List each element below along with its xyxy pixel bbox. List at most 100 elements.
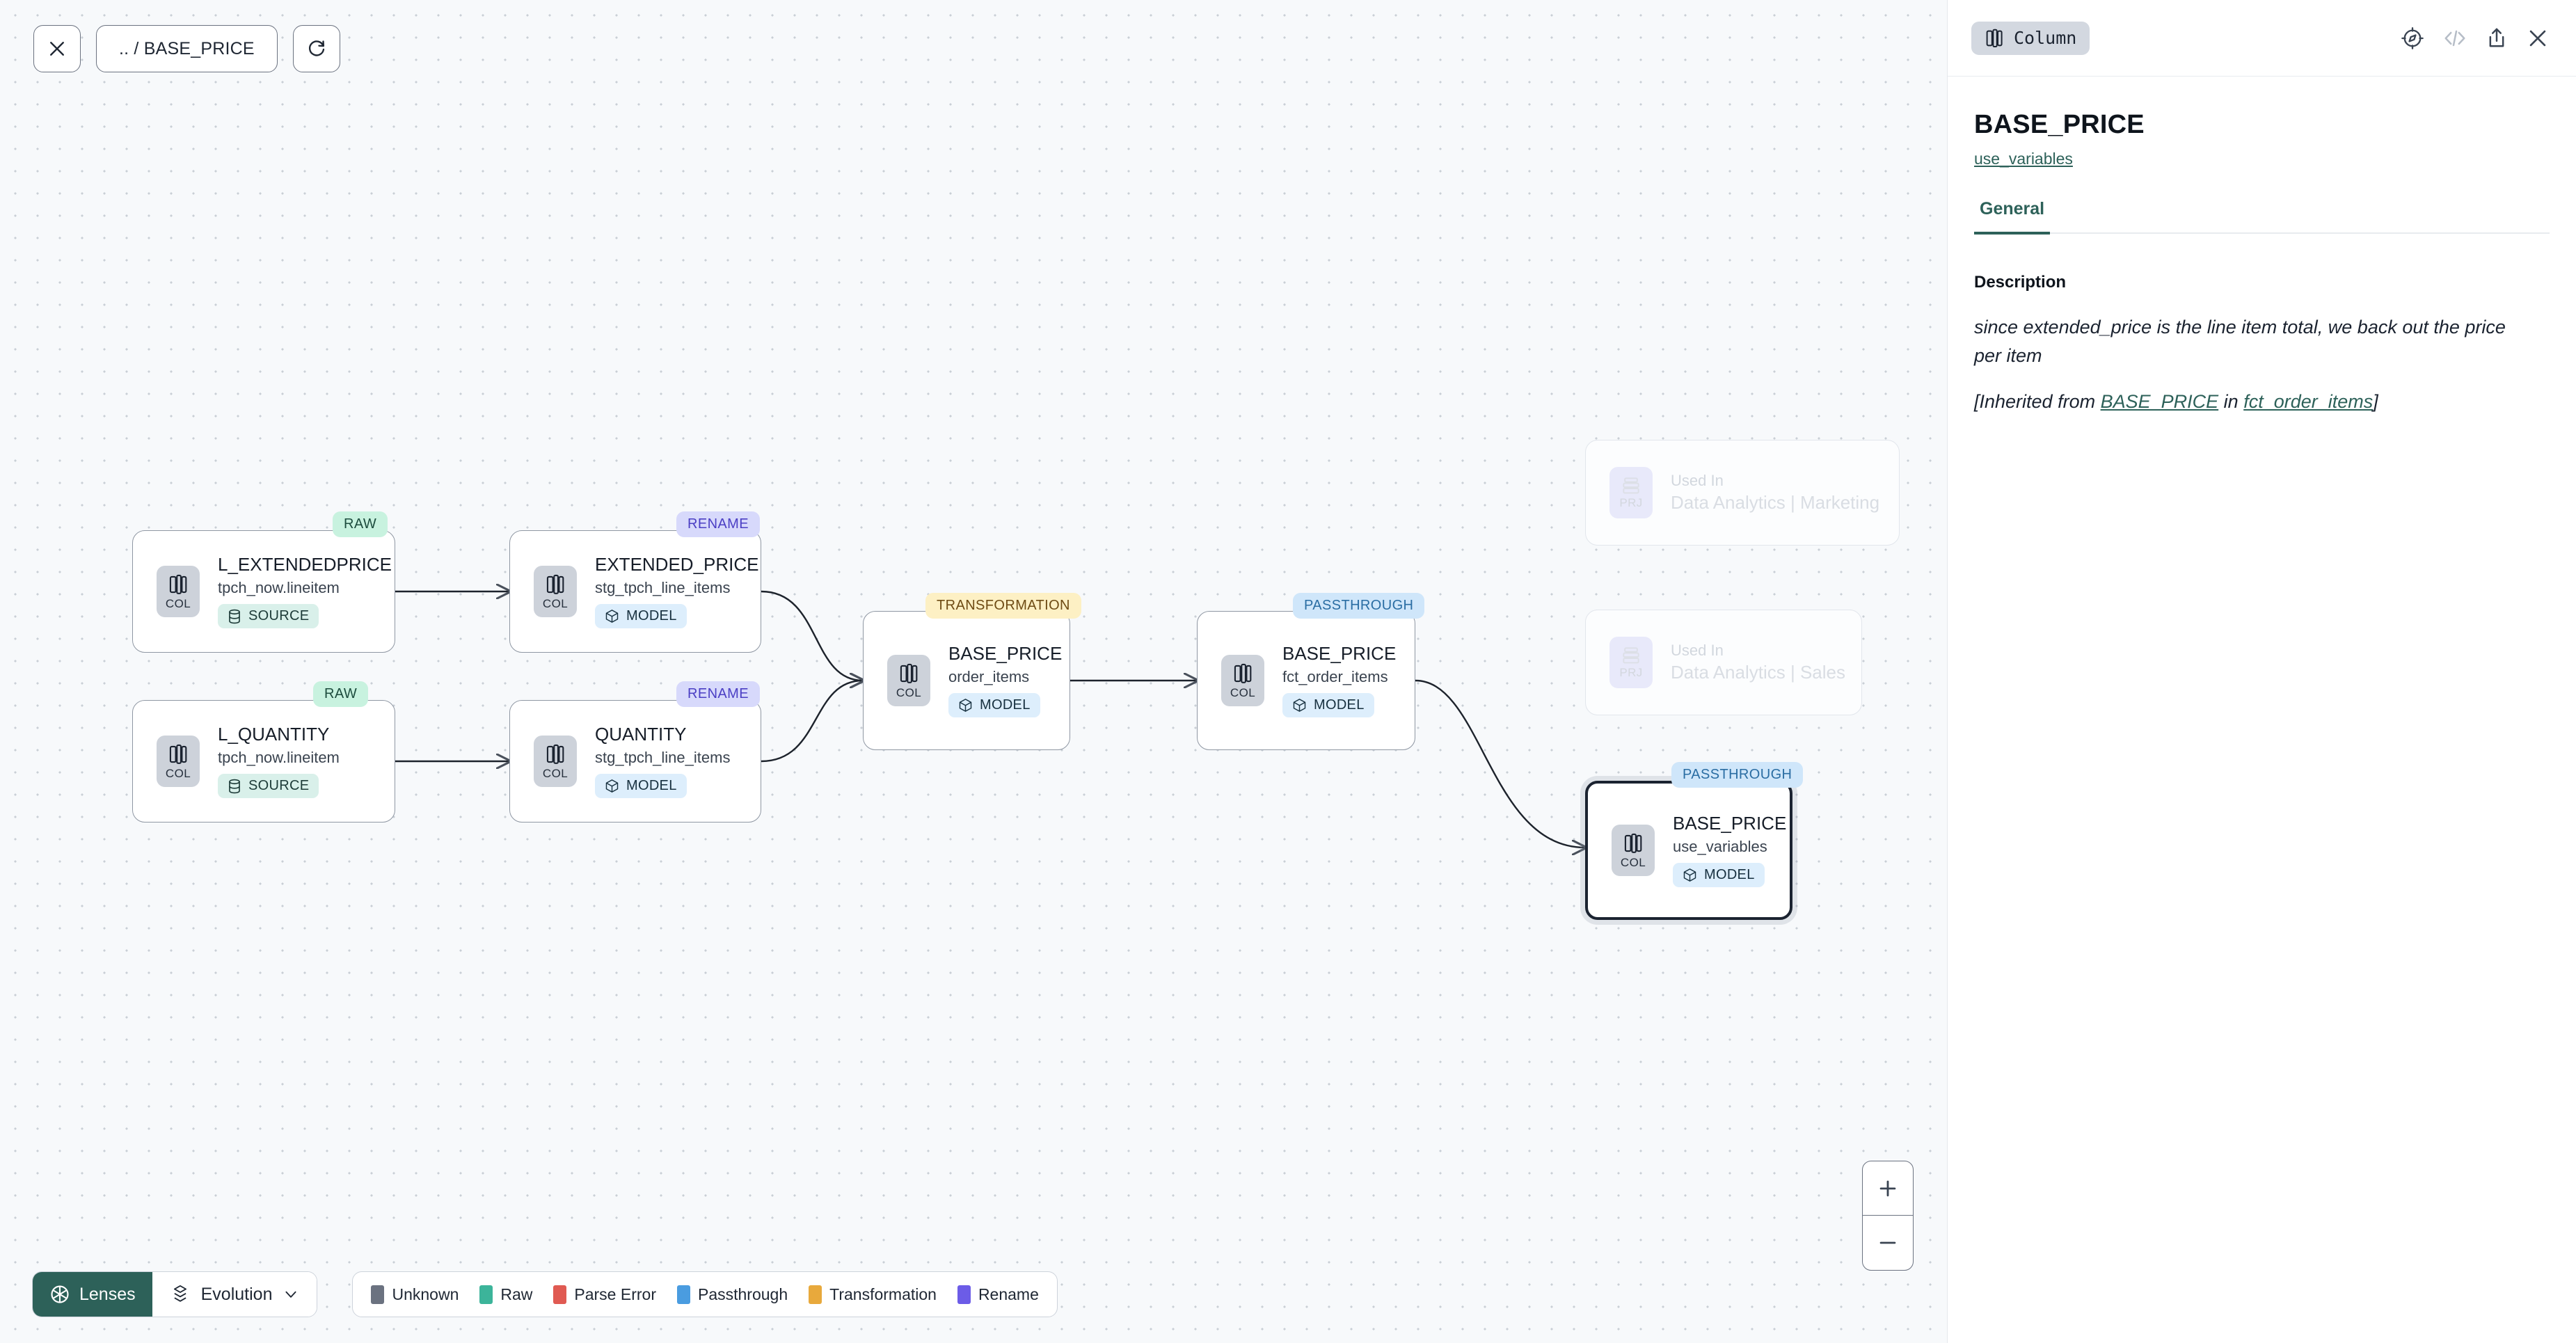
node-title: BASE_PRICE xyxy=(1282,642,1397,664)
column-type-label: Column xyxy=(2014,28,2077,48)
cube-icon xyxy=(605,779,619,793)
zoom-out-button[interactable] xyxy=(1863,1216,1913,1270)
close-panel-button[interactable] xyxy=(2526,26,2550,50)
lenses-group: Lenses Evolution xyxy=(32,1271,318,1317)
column-icon xyxy=(546,574,564,594)
lineage-canvas[interactable]: .. / BASE_PRICE COL L_EXTENDEDPRICE xyxy=(0,0,1947,1343)
node-body: Used In Data Analytics | Marketing xyxy=(1671,471,1879,514)
graph-node-l-quantity[interactable]: COL L_QUANTITY tpch_now.lineitem SOURCE xyxy=(132,700,395,823)
close-icon xyxy=(50,42,64,56)
chip-label: MODEL xyxy=(1704,867,1755,883)
graph-node-extended-price[interactable]: COL EXTENDED_PRICE stg_tpch_line_items M… xyxy=(509,530,761,653)
node-chip-model: MODEL xyxy=(1282,693,1374,718)
node-subtitle: stg_tpch_line_items xyxy=(595,748,731,766)
column-kind-badge: COL xyxy=(534,736,577,787)
column-kind-badge: COL xyxy=(887,655,930,706)
description-text: since extended_price is the line item to… xyxy=(1974,317,2506,366)
legend-item[interactable]: Parse Error xyxy=(553,1285,656,1304)
inherited-column-link[interactable]: BASE_PRICE xyxy=(2100,391,2219,412)
legend-item[interactable]: Raw xyxy=(479,1285,532,1304)
graph-node-base-price-fct-order-items[interactable]: COL BASE_PRICE fct_order_items MODEL xyxy=(1197,611,1415,750)
plus-icon xyxy=(1879,1180,1896,1196)
evolution-dropdown[interactable]: Evolution xyxy=(152,1272,317,1317)
parent-model-link[interactable]: use_variables xyxy=(1974,150,2073,168)
zoom-in-button[interactable] xyxy=(1863,1161,1913,1216)
graph-node-l-extendedprice[interactable]: COL L_EXTENDEDPRICE tpch_now.lineitem SO… xyxy=(132,530,395,653)
node-title: QUANTITY xyxy=(595,723,687,745)
node-body: L_QUANTITY tpch_now.lineitem SOURCE xyxy=(218,724,340,799)
node-used-in-label: Used In xyxy=(1671,471,1724,489)
aperture-icon xyxy=(51,1285,69,1303)
column-icon xyxy=(169,574,187,594)
legend-swatch xyxy=(479,1285,493,1304)
chip-label: MODEL xyxy=(1314,697,1365,713)
legend-item[interactable]: Transformation xyxy=(809,1285,937,1304)
code-button[interactable] xyxy=(2442,28,2467,49)
tab-general[interactable]: General xyxy=(1974,199,2051,235)
node-body: QUANTITY stg_tpch_line_items MODEL xyxy=(595,723,731,799)
legend-item[interactable]: Unknown xyxy=(371,1285,459,1304)
graph-node-base-price-use-variables[interactable]: COL BASE_PRICE use_variables MODEL xyxy=(1585,781,1792,920)
graph-node-quantity[interactable]: COL QUANTITY stg_tpch_line_items MODEL xyxy=(509,700,761,823)
node-subtitle: tpch_now.lineitem xyxy=(218,578,340,596)
cube-icon xyxy=(1683,868,1696,882)
node-body: BASE_PRICE order_items MODEL xyxy=(948,642,1063,718)
inherited-note: [Inherited from BASE_PRICE in fct_order_… xyxy=(1974,388,2531,416)
node-chip-model: MODEL xyxy=(948,693,1040,718)
inherited-model-link[interactable]: fct_order_items xyxy=(2243,391,2374,412)
column-type-badge[interactable]: Column xyxy=(1971,21,2090,55)
details-panel: Column xyxy=(1947,0,2576,1343)
node-title: L_EXTENDEDPRICE xyxy=(218,553,392,575)
lenses-label: Lenses xyxy=(79,1284,136,1304)
close-graph-button[interactable] xyxy=(33,25,81,72)
node-used-in-label: Used In xyxy=(1671,641,1724,659)
column-icon xyxy=(1234,663,1252,683)
lineage-legend: Unknown Raw Parse Error Passthrough Tran… xyxy=(352,1271,1058,1317)
inherited-mid: in xyxy=(2218,391,2244,412)
node-tag-passthrough: PASSTHROUGH xyxy=(1293,593,1425,619)
node-chip-model: MODEL xyxy=(595,604,687,629)
column-icon xyxy=(169,744,187,764)
details-panel-header: Column xyxy=(1948,0,2576,77)
chip-label: MODEL xyxy=(626,608,677,624)
database-icon xyxy=(229,609,240,623)
project-kind-badge: PRJ xyxy=(1609,467,1653,518)
node-tag-raw: RAW xyxy=(333,511,388,537)
kind-label: PRJ xyxy=(1619,496,1643,509)
node-chip-source: SOURCE xyxy=(218,604,319,629)
node-title: BASE_PRICE xyxy=(948,642,1063,664)
evolution-label: Evolution xyxy=(200,1284,273,1304)
page-title: BASE_PRICE xyxy=(1974,110,2145,139)
inherited-suffix: ] xyxy=(2373,391,2378,412)
share-button[interactable] xyxy=(2486,26,2508,50)
column-kind-badge: COL xyxy=(1221,655,1264,706)
cube-icon xyxy=(1293,699,1306,712)
explore-button[interactable] xyxy=(2401,26,2424,50)
column-icon xyxy=(1986,29,2003,47)
legend-label: Raw xyxy=(500,1285,533,1303)
kind-label: COL xyxy=(1230,686,1256,699)
lenses-button[interactable]: Lenses xyxy=(33,1272,152,1317)
description-section-label: Description xyxy=(1974,273,2067,292)
breadcrumb-button[interactable]: .. / BASE_PRICE xyxy=(96,25,278,72)
node-subtitle: fct_order_items xyxy=(1282,667,1388,685)
kind-label: COL xyxy=(1620,856,1646,869)
canvas-bottom-toolbar: Lenses Evolution Unkno xyxy=(32,1271,1058,1317)
kind-label: COL xyxy=(896,686,922,699)
legend-label: Unknown xyxy=(392,1285,459,1303)
node-body: BASE_PRICE fct_order_items MODEL xyxy=(1282,642,1397,718)
refresh-button[interactable] xyxy=(292,25,340,72)
node-subtitle: use_variables xyxy=(1673,837,1767,855)
node-subtitle: order_items xyxy=(948,667,1030,685)
column-kind-badge: COL xyxy=(157,566,200,617)
zoom-controls xyxy=(1862,1161,1914,1271)
legend-item[interactable]: Rename xyxy=(957,1285,1039,1304)
legend-item[interactable]: Passthrough xyxy=(676,1285,788,1304)
graph-node-base-price-order-items[interactable]: COL BASE_PRICE order_items MODEL xyxy=(863,611,1070,750)
node-tag-rename: RENAME xyxy=(676,681,760,707)
project-kind-badge: PRJ xyxy=(1609,637,1653,688)
cube-icon xyxy=(959,699,972,712)
close-icon xyxy=(2529,30,2546,46)
node-tag-rename: RENAME xyxy=(676,511,760,537)
node-subtitle: tpch_now.lineitem xyxy=(218,748,340,766)
